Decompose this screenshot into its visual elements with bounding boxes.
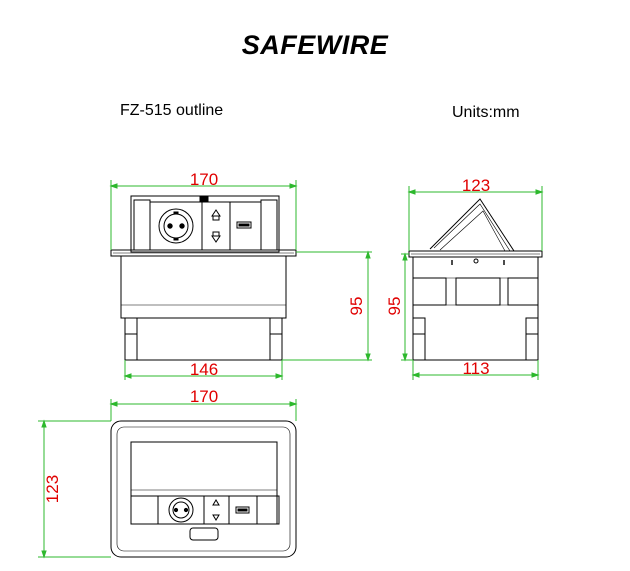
model-outline-label: FZ-515 outline xyxy=(120,102,224,119)
side-screw-hole xyxy=(473,258,479,264)
top-universal-socket-icon xyxy=(212,499,220,521)
front-width-label: 170 xyxy=(190,170,218,189)
side-left-pocket xyxy=(412,277,447,306)
top-dimensions xyxy=(38,399,298,559)
side-right-pocket xyxy=(507,277,539,306)
side-dimensions xyxy=(401,186,544,380)
brand-title: SAFEWIRE xyxy=(241,30,389,60)
front-top-latch xyxy=(199,195,209,202)
top-finger-grip xyxy=(189,527,219,541)
side-height-label: 95 xyxy=(385,297,404,316)
front-dimensions xyxy=(109,180,372,380)
top-width-label: 170 xyxy=(190,387,218,406)
top-view xyxy=(110,420,297,558)
side-left-clip xyxy=(412,317,426,335)
front-head-right-cap xyxy=(260,199,278,251)
front-left-clip xyxy=(124,317,138,335)
side-bottom-width-label: 113 xyxy=(462,359,489,378)
front-view xyxy=(110,195,297,361)
side-view xyxy=(408,198,543,361)
side-center-pocket xyxy=(455,277,501,306)
front-lower-body xyxy=(124,318,283,361)
top-depth-label: 123 xyxy=(43,475,62,503)
usb-port-icon xyxy=(236,221,252,229)
top-usb-port-icon xyxy=(235,506,250,514)
top-outer-frame xyxy=(110,420,297,558)
front-head-left-cap xyxy=(133,199,151,251)
side-right-clip xyxy=(525,317,539,335)
front-height-label: 95 xyxy=(347,297,366,316)
front-housing xyxy=(120,256,287,319)
universal-socket-icon xyxy=(211,209,221,243)
front-flange xyxy=(110,249,297,257)
front-bottom-width-label: 146 xyxy=(190,360,218,379)
units-label: Units:mm xyxy=(452,104,520,121)
front-popup-head xyxy=(130,195,280,253)
side-width-label: 123 xyxy=(462,176,490,195)
front-right-clip xyxy=(269,317,283,335)
side-tilted-lid xyxy=(429,198,515,252)
schuko-socket-icon xyxy=(158,208,194,244)
side-housing xyxy=(412,257,539,361)
top-schuko-socket-icon xyxy=(168,497,194,523)
